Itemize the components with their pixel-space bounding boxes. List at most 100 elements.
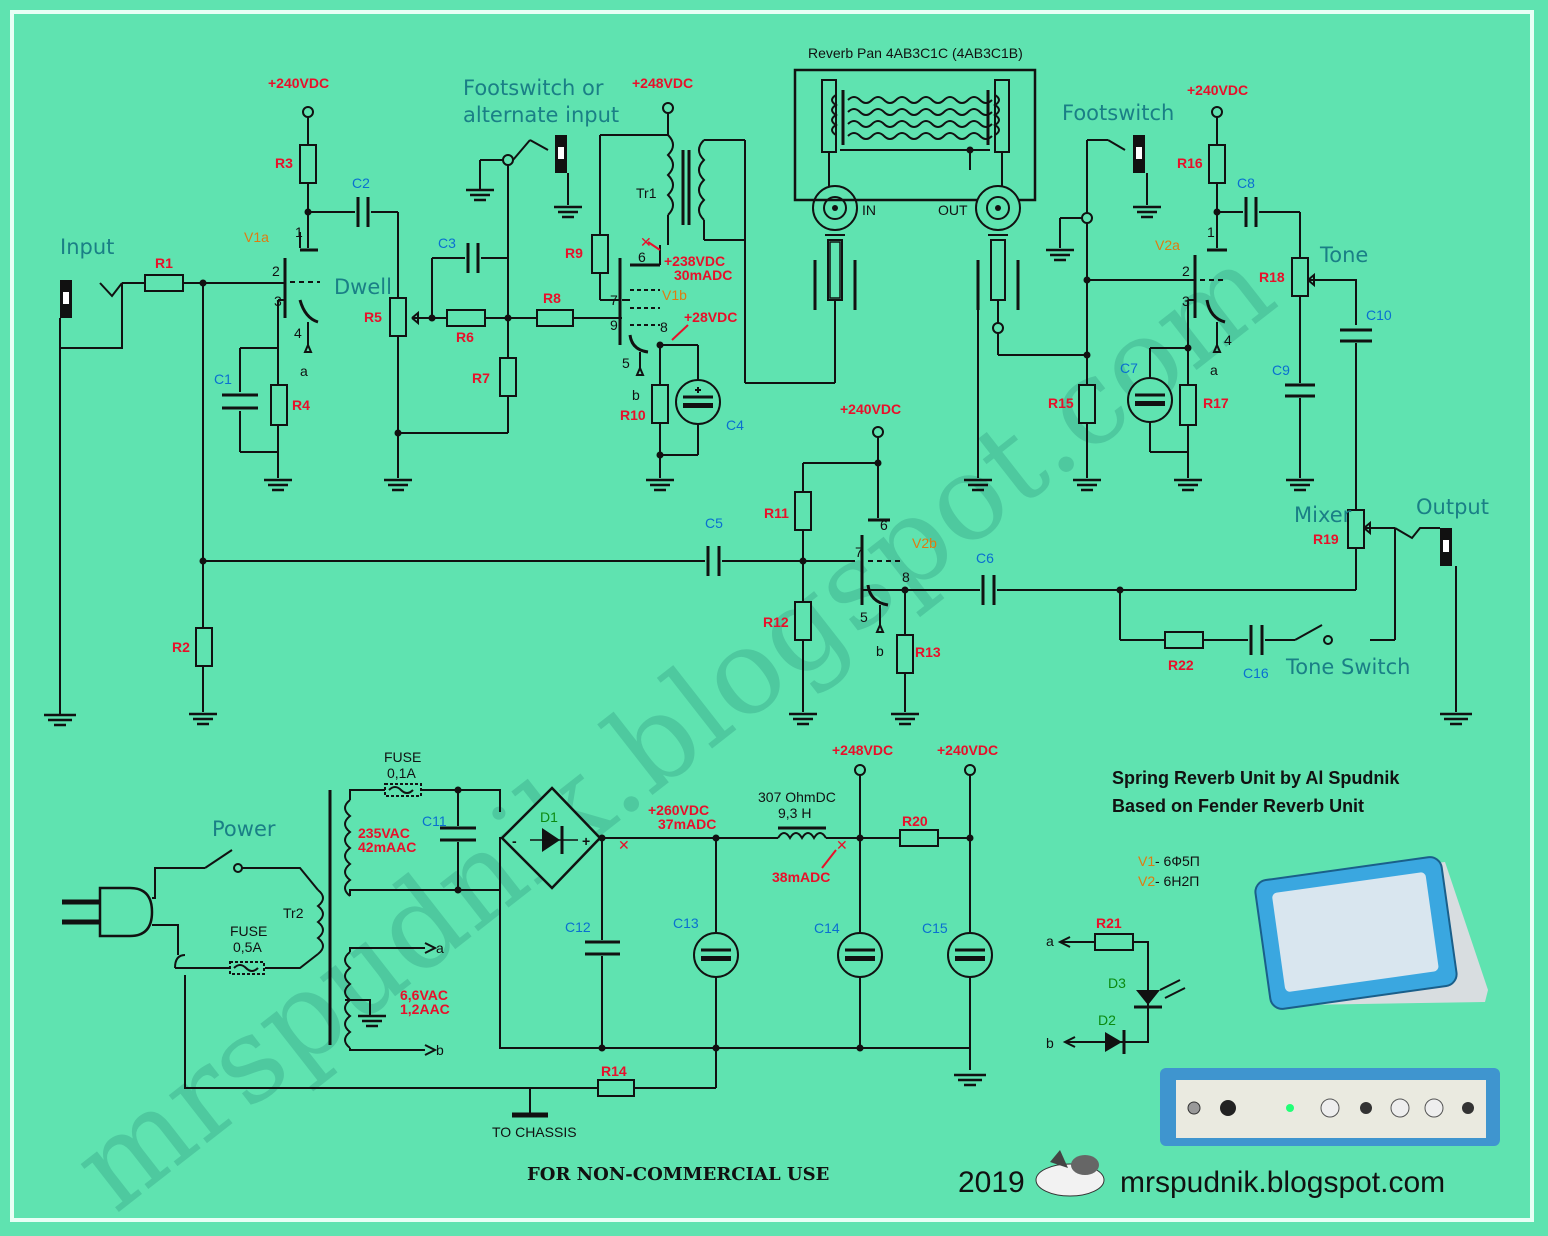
label-c15: C15 — [922, 920, 948, 936]
choke-resistance: 307 OhmDC — [758, 789, 836, 805]
pin-v1b-8: 8 — [660, 319, 668, 335]
current-ht-ac: 42mAAC — [358, 839, 416, 855]
pin-v2b-heater: b — [876, 643, 884, 659]
pin-v1b-5: 5 — [622, 355, 630, 371]
current-rectified: 37mADC — [658, 816, 716, 832]
label-c6: C6 — [976, 550, 994, 566]
label-r4: R4 — [292, 397, 310, 413]
fuse1-value: 0,1A — [387, 765, 416, 781]
footswitch-jack-1 — [555, 135, 567, 173]
r5-dwell-pot — [389, 297, 407, 337]
label-credit2: Based on Fender Reverb Unit — [1112, 796, 1364, 816]
reverb-pan — [793, 68, 1037, 202]
r17 — [1179, 384, 1197, 426]
c13 — [693, 932, 739, 978]
logo-bunny — [1035, 1150, 1105, 1197]
pin-v1b-heater: b — [632, 387, 640, 403]
r14 — [597, 1079, 635, 1097]
label-r3: R3 — [275, 155, 293, 171]
power-switch — [233, 863, 243, 873]
label-out: OUT — [938, 202, 968, 218]
label-v1-type: - 6Ф5П — [1155, 853, 1200, 869]
r22 — [1164, 631, 1204, 649]
r1 — [144, 274, 184, 292]
label-tr1: Tr1 — [636, 185, 657, 201]
svg-text:✕: ✕ — [836, 837, 848, 853]
r13 — [896, 634, 914, 674]
led-tap-b: b — [1046, 1035, 1054, 1051]
label-r11: R11 — [764, 505, 789, 521]
r10 — [651, 384, 669, 424]
label-v1a: V1a — [244, 229, 269, 245]
svg-text:✕: ✕ — [640, 234, 652, 250]
label-input: Input — [60, 235, 114, 259]
label-v2: V2 — [1138, 873, 1155, 889]
footswitch-jack-2 — [1133, 135, 1145, 173]
label-r7: R7 — [472, 370, 490, 386]
label-c3: C3 — [438, 235, 456, 251]
label-r10: R10 — [620, 407, 646, 423]
label-c4: C4 — [726, 417, 744, 433]
tone-switch — [1323, 635, 1333, 645]
r16 — [1208, 144, 1226, 184]
frame — [10, 10, 1534, 1222]
pin-v1a-heater: a — [300, 363, 308, 379]
label-year: 2019 — [958, 1166, 1025, 1199]
label-c8: C8 — [1237, 175, 1255, 191]
label-c9: C9 — [1272, 362, 1290, 378]
led-tap-a: a — [1046, 933, 1054, 949]
current-heater: 1,2AAC — [400, 1001, 450, 1017]
r11 — [794, 491, 812, 531]
r9 — [591, 234, 609, 274]
label-site: mrspudnik.blogspot.com — [1120, 1166, 1445, 1199]
label-r15: R15 — [1048, 395, 1074, 411]
pin-v1b-6: 6 — [638, 249, 646, 265]
pin-v1b-7: 7 — [610, 292, 618, 308]
label-v1b: V1b — [662, 287, 687, 303]
r18-tone-pot — [1291, 257, 1309, 297]
svg-text:+: + — [582, 833, 590, 849]
voltage-ps-248: +248VDC — [832, 742, 893, 758]
pin-v1a-2: 2 — [272, 263, 280, 279]
voltage-v1b-supply: +248VDC — [632, 75, 693, 91]
pin-v2b-7: 7 — [855, 544, 863, 560]
r4 — [270, 384, 288, 426]
label-r18: R18 — [1259, 269, 1285, 285]
label-c2: C2 — [352, 175, 370, 191]
voltage-rectified: +260VDC — [648, 802, 709, 818]
input-jack — [60, 280, 72, 318]
ground-symbols — [44, 478, 1472, 1087]
label-d3: D3 — [1108, 975, 1126, 991]
fuse1-label: FUSE — [384, 749, 421, 765]
label-r1: R1 — [155, 255, 173, 271]
label-footswitch: Footswitch — [1062, 101, 1174, 125]
r15 — [1078, 384, 1096, 424]
label-r8: R8 — [543, 290, 561, 306]
label-r16: R16 — [1177, 155, 1203, 171]
label-dwell: Dwell — [334, 275, 392, 299]
heater-tap-a: a — [436, 940, 444, 956]
pin-v2a-4: 4 — [1224, 332, 1232, 348]
output-jack — [1440, 528, 1452, 566]
label-r9: R9 — [565, 245, 583, 261]
r6 — [446, 309, 486, 327]
label-in: IN — [862, 202, 876, 218]
pin-v1a-4: 4 — [294, 325, 302, 341]
r21 — [1094, 933, 1134, 951]
label-mixer: Mixer — [1294, 503, 1352, 527]
voltage-v2a-supply: +240VDC — [1187, 82, 1248, 98]
label-power: Power — [212, 817, 276, 841]
c14 — [837, 932, 883, 978]
voltage-v1a-supply: +240VDC — [268, 75, 329, 91]
voltage-v2b-supply: +240VDC — [840, 401, 901, 417]
pin-v1b-9: 9 — [610, 317, 618, 333]
voltage-ht-ac: 235VAC — [358, 825, 410, 841]
current-choke: 38mADC — [772, 869, 830, 885]
label-tr2: Tr2 — [283, 905, 304, 921]
label-tone: Tone — [1319, 243, 1368, 267]
reverb-cabinet-illustration — [1254, 856, 1488, 1010]
label-footswitch-alt2: alternate input — [463, 103, 619, 127]
svg-text:-: - — [512, 833, 517, 849]
